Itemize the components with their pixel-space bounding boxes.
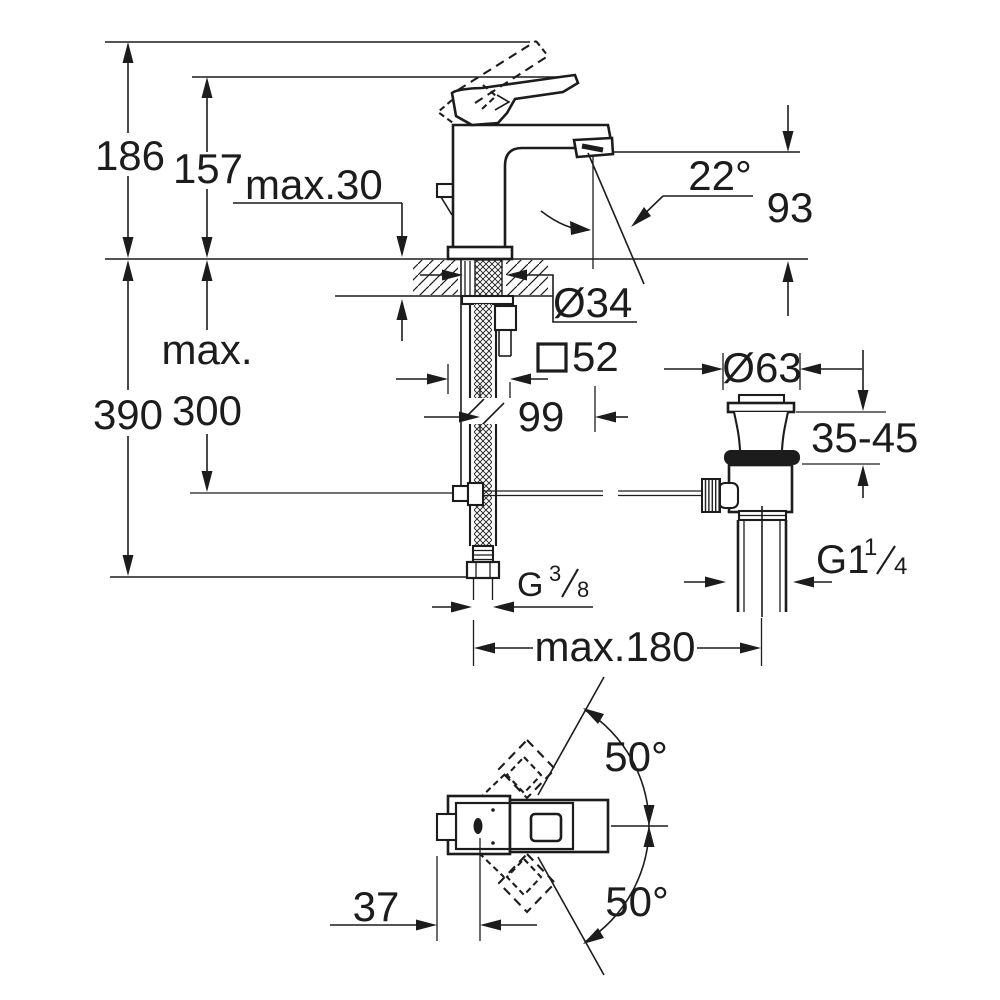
- dim-spout-reach: 99: [424, 386, 628, 440]
- rod-joint: [717, 481, 740, 510]
- base-plate: [446, 245, 514, 261]
- thread-g114-denominator: 4: [894, 553, 907, 580]
- under-counter-assembly: [451, 200, 703, 580]
- dim-overall-drop: 390: [93, 260, 163, 576]
- thread-g38-denominator: 8: [577, 577, 589, 602]
- stream-line: [587, 152, 645, 285]
- dim-spout-height: 93: [767, 105, 814, 316]
- dim-outlet-offset: 37: [330, 838, 537, 941]
- knurled-knob: [701, 478, 721, 513]
- dim-rod-reach: max.180: [472, 618, 763, 670]
- handle-detail: [494, 94, 511, 111]
- dim-label-93: 93: [767, 184, 814, 231]
- horizontal-pull-rod: [483, 490, 703, 497]
- dim-swing-upper: 50°: [604, 733, 668, 780]
- dim-label-50-lower: 50°: [605, 878, 669, 925]
- rod-coupler: [466, 481, 485, 507]
- outlet-mark: [473, 818, 483, 834]
- top-view: 50° 50° 37: [330, 676, 669, 976]
- mounting-nut: [493, 304, 518, 332]
- dim-label-22deg: 22°: [688, 152, 752, 199]
- dim-stream-angle: 22°: [631, 152, 753, 227]
- dim-overall-height: 186: [95, 42, 165, 258]
- dim-label-50-upper: 50°: [604, 733, 668, 780]
- dim-swing-lower: 50°: [605, 878, 669, 925]
- dim-label-35-45: 35-45: [811, 414, 918, 461]
- thread-g114-prefix: G1: [816, 538, 869, 582]
- hose-break-mark: [481, 402, 505, 426]
- thread-g38-numerator: 3: [549, 561, 561, 586]
- waste-flange: [726, 401, 796, 414]
- dim-hose-drop: max. 300: [161, 260, 253, 492]
- supply-hose-nut: [465, 560, 501, 580]
- threaded-shank: [474, 259, 503, 297]
- dim-label-max: max.: [161, 326, 252, 373]
- waste-seal-ring: [724, 450, 800, 465]
- dim-label-300: 300: [172, 387, 242, 434]
- handle-open-dashed: [436, 40, 549, 124]
- dim-label-52: 52: [572, 333, 619, 380]
- dim-label-d34: Ø34: [553, 279, 632, 326]
- dim-label-d63: Ø63: [722, 344, 801, 391]
- dim-supply-thread: G 3 8: [432, 561, 593, 613]
- supply-hose-upper: [474, 304, 492, 398]
- square-symbol-icon: [536, 342, 568, 373]
- faucet-plan-outline: [435, 794, 610, 856]
- handle-lever: [450, 73, 580, 127]
- dim-label-37: 37: [353, 883, 400, 930]
- faucet-body: [435, 40, 645, 285]
- dim-waste-thread: G1 1 4: [684, 534, 907, 588]
- dim-label-max30: max.30: [245, 161, 383, 208]
- dim-label-186: 186: [95, 132, 165, 179]
- dim-deck-thickness: max.30: [233, 161, 408, 341]
- pop-up-waste: [701, 393, 800, 617]
- side-view: 186 157 max.30 22° 93: [93, 40, 918, 670]
- pop-up-knob-plan: [435, 812, 458, 842]
- swing-ray-lower: [537, 856, 605, 976]
- dim-waste-deck-range: 35-45: [796, 350, 918, 498]
- rod-coupler: [451, 484, 470, 503]
- dim-label-max180: max.180: [534, 623, 695, 670]
- dim-label-157: 157: [173, 145, 243, 192]
- dim-hole-diameter: Ø34: [420, 269, 637, 326]
- dim-flange-diameter: Ø63: [664, 344, 862, 391]
- dim-height-to-handle: 157: [173, 77, 243, 258]
- thread-g114-numerator: 1: [864, 534, 877, 561]
- mounting-washer: [460, 294, 515, 306]
- dim-label-390: 390: [93, 391, 163, 438]
- thread-g38-prefix: G: [517, 566, 543, 604]
- dim-base-square: 52: [396, 333, 619, 398]
- dim-label-99: 99: [518, 393, 565, 440]
- handle-square-hole: [529, 812, 563, 843]
